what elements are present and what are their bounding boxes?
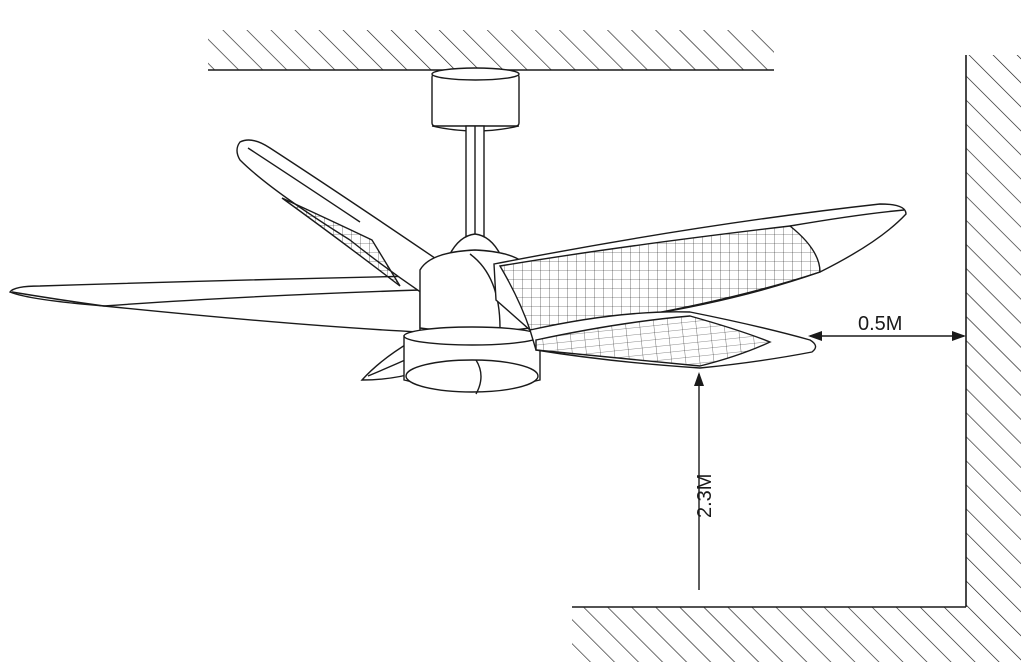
arrowhead-right xyxy=(952,331,966,341)
arrowhead-up xyxy=(694,372,704,386)
ceiling-fan xyxy=(8,67,907,395)
floor-hatch xyxy=(572,607,1021,662)
ceiling-hatch xyxy=(208,30,774,70)
wall-hatch xyxy=(966,55,1021,607)
ceiling xyxy=(200,22,785,71)
wall xyxy=(965,55,1021,607)
fan-light-kit xyxy=(403,326,541,395)
wall-clearance-label: 0.5M xyxy=(858,313,902,335)
fan-canopy xyxy=(431,67,520,132)
fan-blade-lower-right xyxy=(529,311,817,369)
fan-downrod xyxy=(465,125,485,239)
fan-blade-right xyxy=(493,203,907,331)
fan-blade-left xyxy=(8,275,421,333)
dimension-wall-clearance: 0.5M xyxy=(808,313,966,341)
floor xyxy=(572,606,1021,662)
arrowhead-left xyxy=(808,331,822,341)
dimension-floor-clearance: 2.3M xyxy=(694,372,716,590)
floor-clearance-label: 2.3M xyxy=(694,474,716,518)
ceiling-mask-top xyxy=(200,22,785,30)
